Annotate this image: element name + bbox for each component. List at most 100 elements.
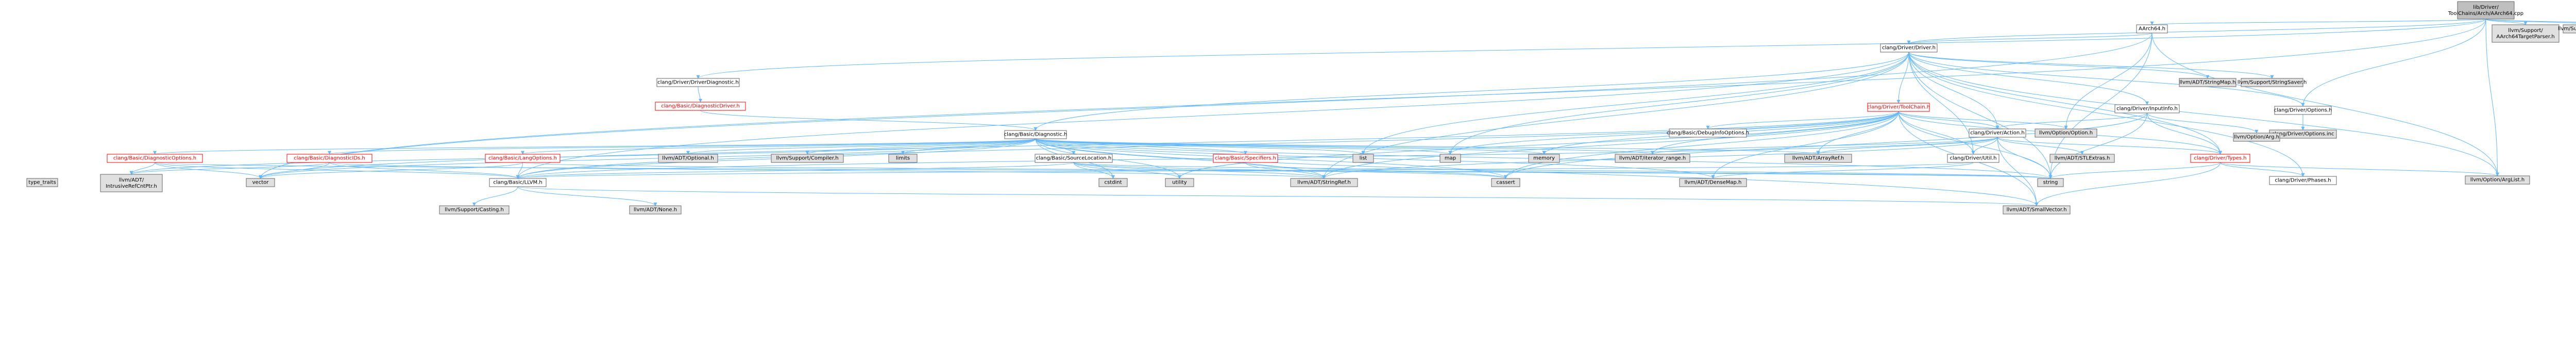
node-clang-driver-driverdiagnostic-h[interactable]: clang/Driver/DriverDiagnostic.h xyxy=(656,78,740,87)
node-llvm-adt-arrayref-h[interactable]: llvm/ADT/ArrayRef.h xyxy=(1784,154,1852,163)
node-label: clang/Basic/Diagnostic.h xyxy=(1004,132,1067,138)
node-memory[interactable]: memory xyxy=(1528,154,1560,163)
node-label: llvm/ADT/STLExtras.h xyxy=(2055,156,2110,161)
node-llvm-adt-stlextras-h[interactable]: llvm/ADT/STLExtras.h xyxy=(2049,154,2115,163)
node-label: llvm/Support/Casting.h xyxy=(445,207,504,213)
node-box xyxy=(1528,154,1560,163)
node-label: clang/Basic/DiagnosticIDs.h xyxy=(294,156,365,161)
node-clang-driver-driver-h[interactable]: clang/Driver/Driver.h xyxy=(1880,43,1938,53)
node-clang-driver-options-h[interactable]: clang/Driver/Options.h xyxy=(2274,106,2332,115)
edges-layer xyxy=(129,19,2576,206)
node-label: llvm/ADT/ArrayRef.h xyxy=(1792,156,1844,161)
node-llvm-option-option-h[interactable]: llvm/Option/Option.h xyxy=(2035,128,2097,138)
node-box xyxy=(286,154,372,163)
edge-clang-driver-driver-h-to-list xyxy=(1361,52,1909,155)
node-llvm-support-stringsaver-h[interactable]: llvm/Support/StringSaver.h xyxy=(2238,78,2307,87)
node-llvm-support-casting-h[interactable]: llvm/Support/Casting.h xyxy=(439,205,510,215)
node-vector[interactable]: vector xyxy=(246,178,275,187)
node-clang-driver-action-h[interactable]: clang/Driver/Action.h xyxy=(1969,128,2026,138)
node-string[interactable]: string xyxy=(2037,178,2064,187)
node-box xyxy=(1491,178,1520,187)
node-label: clang/Driver/Action.h xyxy=(1970,130,2024,136)
node-label: map xyxy=(1445,156,1456,161)
node-box xyxy=(2179,78,2236,87)
node-llvm-adt-stringref-h[interactable]: llvm/ADT/StringRef.h xyxy=(1290,178,1358,187)
node-llvm-support-targetparser-h[interactable]: llvm/Support/TargetParser.h xyxy=(2558,24,2576,34)
node-clang-driver-util-h[interactable]: clang/Driver/Util.h xyxy=(1947,154,1999,163)
edge-clang-driver-driver-h-to-clang-basic-diagnostic-h xyxy=(1033,52,1909,131)
node-box xyxy=(246,178,275,187)
edge-clang-basic-langoptions-h-to-vector xyxy=(259,162,523,179)
node-label: llvm/Support/StringSaver.h xyxy=(2238,80,2307,86)
node-clang-basic-diagnosticoptions-h[interactable]: clang/Basic/DiagnosticOptions.h xyxy=(107,154,203,163)
edge-lib-driver-toolchains-arch-aarch64-cpp-to-vector xyxy=(259,19,2486,179)
node-clang-basic-specifiers-h[interactable]: clang/Basic/Specifiers.h xyxy=(1213,154,1278,163)
node-label: cstdint xyxy=(1104,180,1122,186)
node-box xyxy=(1784,154,1852,163)
node-label: utility xyxy=(1172,180,1187,186)
node-box xyxy=(2190,154,2250,163)
node-box xyxy=(2241,78,2303,87)
node-clang-basic-langoptions-h[interactable]: clang/Basic/LangOptions.h xyxy=(485,154,561,163)
node-label: llvm/Option/Arg.h xyxy=(2234,135,2279,140)
edge-clang-basic-llvm-h-to-llvm-support-casting-h xyxy=(472,186,518,206)
edge-clang-basic-sourcelocation-h-to-cassert xyxy=(1073,162,1507,179)
node-llvm-adt-densemap-h[interactable]: llvm/ADT/DenseMap.h xyxy=(1679,178,1747,187)
node-clang-basic-llvm-h[interactable]: clang/Basic/LLVM.h xyxy=(489,178,547,187)
node-clang-basic-diagnosticdriver-h[interactable]: clang/Basic/DiagnosticDriver.h xyxy=(655,102,746,111)
node-clang-driver-inputinfo-h[interactable]: clang/Driver/InputInfo.h xyxy=(2114,104,2180,113)
node-llvm-adt-optional-h[interactable]: llvm/ADT/Optional.h xyxy=(658,154,718,163)
node-label: clang/Driver/Driver.h xyxy=(1882,45,1936,51)
node-box xyxy=(107,154,203,163)
node-llvm-support-aarch64targetparser-h[interactable]: llvm/Support/AArch64TargetParser.h xyxy=(2492,24,2560,43)
node-clang-basic-diagnosticids-h[interactable]: clang/Basic/DiagnosticIDs.h xyxy=(286,154,372,163)
node-llvm-adt-iterator-range-h[interactable]: llvm/ADT/iterator_range.h xyxy=(1615,154,1690,163)
edge-clang-driver-toolchain-h-to-clang-basic-debuginfooptions-h xyxy=(1706,111,1899,129)
node-clang-basic-sourcelocation-h[interactable]: clang/Basic/SourceLocation.h xyxy=(1035,154,1113,163)
edge-clang-driver-toolchain-h-to-llvm-option-option-h xyxy=(1898,111,2068,129)
node-utility[interactable]: utility xyxy=(1165,178,1194,187)
edge-clang-driver-toolchain-h-to-clang-driver-action-h xyxy=(1898,111,1999,129)
node-cassert[interactable]: cassert xyxy=(1491,178,1520,187)
node-box xyxy=(1213,154,1278,163)
edge-clang-driver-action-h-to-llvm-adt-iterator-range-h xyxy=(1651,137,1998,155)
node-box xyxy=(485,154,561,163)
node-llvm-adt-none-h[interactable]: llvm/ADT/None.h xyxy=(629,205,682,215)
node-list[interactable]: list xyxy=(1352,154,1374,163)
node-clang-driver-types-h[interactable]: clang/Driver/Types.h xyxy=(2190,154,2250,163)
node-map[interactable]: map xyxy=(1439,154,1461,163)
node-clang-basic-diagnostic-h[interactable]: clang/Basic/Diagnostic.h xyxy=(1004,130,1067,139)
node-llvm-adt-intrusiverefcntptr-h[interactable]: llvm/ADT/IntrusiveRefCntPtr.h xyxy=(100,174,163,192)
edge-clang-driver-toolchain-h-to-cassert xyxy=(1504,111,1899,179)
node-llvm-adt-stringmap-h[interactable]: llvm/ADT/StringMap.h xyxy=(2179,78,2236,87)
edge-clang-driver-driver-h-to-llvm-adt-stringmap-h xyxy=(1908,52,2210,79)
node-clang-driver-toolchain-h[interactable]: clang/Driver/ToolChain.h xyxy=(1867,103,1930,112)
node-type-traits[interactable]: type_traits xyxy=(26,178,58,187)
node-label: clang/Driver/Options.inc xyxy=(2272,132,2334,137)
edge-lib-driver-toolchains-arch-aarch64-cpp-to-aarch64-h xyxy=(2150,19,2486,25)
node-label: clang/Basic/DebugInfoOptions.h xyxy=(1667,130,1749,136)
node-clang-driver-phases-h[interactable]: clang/Driver/Phases.h xyxy=(2269,176,2337,185)
node-label: llvm/ADT/Optional.h xyxy=(662,156,714,161)
edge-clang-driver-driver-h-to-clang-driver-phases-h xyxy=(1908,52,2305,177)
node-cstdint[interactable]: cstdint xyxy=(1098,178,1128,187)
node-llvm-adt-smallvector-h[interactable]: llvm/ADT/SmallVector.h xyxy=(2003,205,2071,215)
node-aarch64-h[interactable]: AArch64.h xyxy=(2136,24,2168,34)
edge-lib-driver-toolchains-arch-aarch64-cpp-to-llvm-support-aarch64targetparser-h xyxy=(2485,19,2528,25)
node-label: memory xyxy=(1533,156,1555,161)
edge-clang-basic-diagnostic-h-to-memory xyxy=(1035,138,1546,155)
edge-lib-driver-toolchains-arch-aarch64-cpp-to-clang-driver-driverdiagnostic-h xyxy=(696,19,2486,79)
edge-clang-driver-driver-h-to-clang-driver-options-h xyxy=(1908,52,2305,107)
edge-lib-driver-toolchains-arch-aarch64-cpp-to-llvm-support-host-h xyxy=(2485,19,2576,23)
node-llvm-option-arglist-h[interactable]: llvm/Option/ArgList.h xyxy=(2465,175,2530,185)
edge-clang-basic-sourcelocation-h-to-utility xyxy=(1073,162,1181,179)
node-llvm-option-arg-h[interactable]: llvm/Option/Arg.h xyxy=(2233,133,2280,142)
node-clang-basic-debuginfooptions-h[interactable]: clang/Basic/DebugInfoOptions.h xyxy=(1667,128,1749,138)
node-box xyxy=(2269,176,2337,185)
node-box xyxy=(1439,154,1461,163)
node-llvm-support-compiler-h[interactable]: llvm/Support/Compiler.h xyxy=(771,154,844,163)
node-limits[interactable]: limits xyxy=(888,154,918,163)
node-box xyxy=(1290,178,1358,187)
node-label: limits xyxy=(896,156,910,161)
